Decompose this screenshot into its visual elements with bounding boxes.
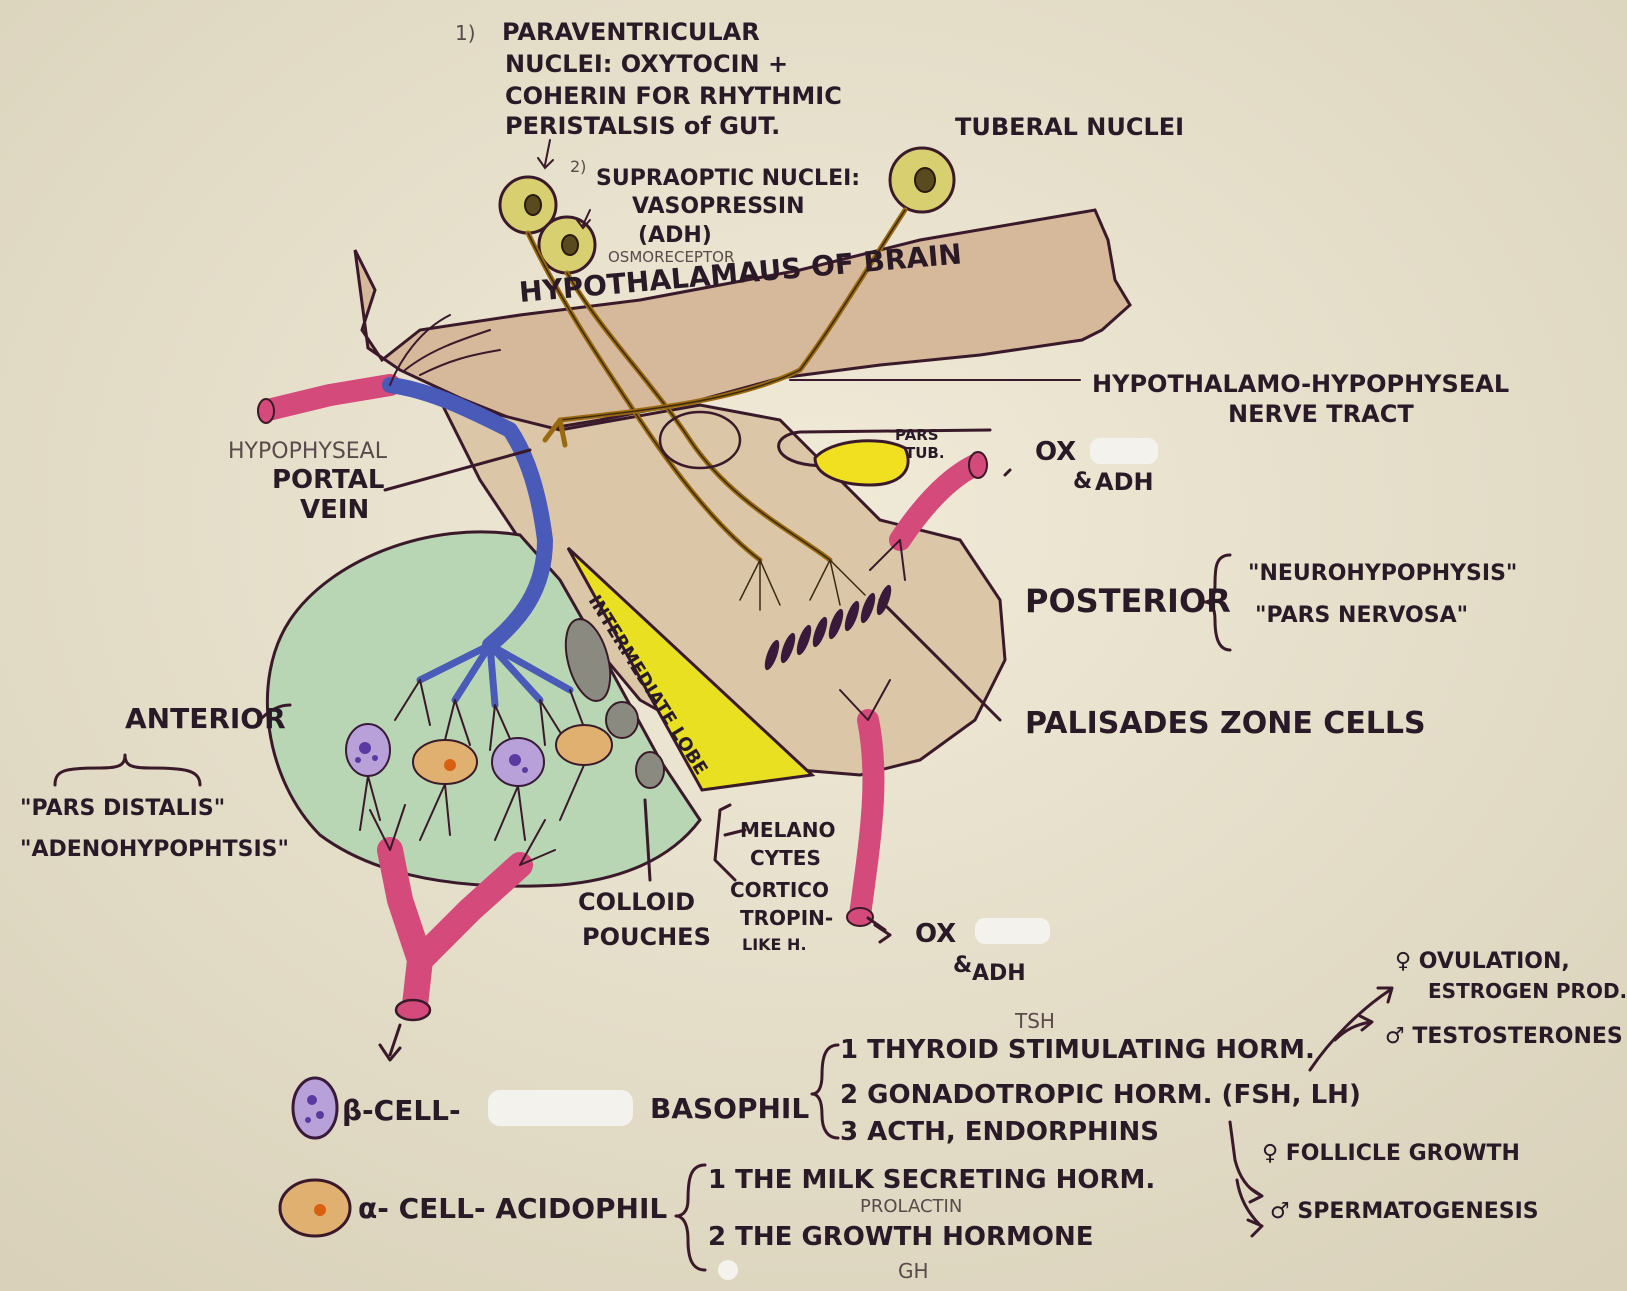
- label-acidophil-item1: 1 THE MILK SECRETING HORM.: [708, 1165, 1155, 1195]
- label-basophil-item2: 2 GONADOTROPIC HORM. (FSH, LH): [840, 1080, 1361, 1110]
- label-adenohypophysis: "ADENOHYPOPHTSIS": [20, 837, 289, 862]
- label-melano-2: CYTES: [750, 846, 821, 870]
- label-ox-bottom: OX: [915, 919, 956, 949]
- beta-cell-icon: [293, 1078, 337, 1138]
- label-adh-top: ADH: [1095, 468, 1154, 496]
- label-neurohypophysis: "NEUROHYPOPHYSIS": [1248, 561, 1517, 586]
- label-and-bottom: &: [953, 953, 972, 978]
- label-num2: 2): [570, 157, 586, 176]
- correction-mark-2: [975, 918, 1050, 944]
- correction-mark-1: [1090, 438, 1158, 464]
- label-prolactin: PROLACTIN: [860, 1196, 962, 1217]
- pars-tuberalis: [815, 441, 908, 485]
- label-gh: GH: [898, 1259, 929, 1283]
- label-cortico-3: LIKE H.: [742, 935, 807, 954]
- basophil-cell-1: [346, 724, 390, 776]
- correction-mark-4: [718, 1260, 738, 1280]
- basophil-cell-2: [492, 738, 544, 786]
- alpha-cell-icon: [280, 1180, 350, 1236]
- label-paraventricular-4: PERISTALSIS of GUT.: [505, 112, 780, 140]
- label-ovulation-2: ESTROGEN PROD.: [1428, 979, 1627, 1003]
- label-spermatogenesis: ♂ SPERMATOGENESIS: [1270, 1199, 1539, 1224]
- label-colloid-1: COLLOID: [578, 888, 695, 916]
- label-adh-bottom: ADH: [972, 961, 1026, 986]
- label-cortico-1: CORTICO: [730, 878, 829, 902]
- label-basophil: BASOPHIL: [650, 1092, 809, 1125]
- label-num1: 1): [455, 21, 476, 45]
- label-pars-nervosa: "PARS NERVOSA": [1255, 603, 1468, 628]
- label-posterior: POSTERIOR: [1025, 582, 1231, 620]
- label-ovulation-1: ♀ OVULATION,: [1395, 949, 1570, 974]
- label-pars-tub-2: TUB.: [905, 444, 945, 462]
- label-pars-distalis: "PARS DISTALIS": [20, 796, 225, 821]
- label-testosterones: ♂ TESTOSTERONES: [1385, 1024, 1623, 1049]
- label-portal: PORTAL: [272, 465, 384, 495]
- label-tract-1: HYPOTHALAMO-HYPOPHYSEAL: [1092, 370, 1509, 398]
- label-anterior: ANTERIOR: [125, 702, 286, 735]
- label-alpha-cell: α- CELL- ACIDOPHIL: [358, 1192, 667, 1225]
- acidophil-cell-2: [556, 725, 612, 765]
- label-basophil-item1: 1 THYROID STIMULATING HORM.: [840, 1035, 1315, 1065]
- label-paraventricular-2: NUCLEI: OXYTOCIN +: [505, 50, 788, 78]
- label-tuberal-nuclei: TUBERAL NUCLEI: [955, 113, 1184, 141]
- label-tract-2: NERVE TRACT: [1228, 400, 1414, 428]
- label-melano-1: MELANO: [740, 818, 836, 842]
- label-beta-cell: β-CELL-: [342, 1094, 461, 1127]
- label-follicle-growth: ♀ FOLLICLE GROWTH: [1262, 1141, 1520, 1166]
- label-basophil-item3: 3 ACTH, ENDORPHINS: [840, 1117, 1159, 1147]
- label-and-top: &: [1073, 469, 1092, 494]
- label-supraoptic-3: (ADH): [638, 223, 712, 248]
- label-paraventricular-1: PARAVENTRICULAR: [502, 18, 760, 46]
- label-palisades: PALISADES ZONE CELLS: [1025, 706, 1426, 741]
- label-vein: VEIN: [300, 495, 369, 525]
- tuberal-nucleus: [890, 148, 954, 212]
- label-tsh: TSH: [1014, 1009, 1055, 1033]
- label-supraoptic-1: SUPRAOPTIC NUCLEI:: [596, 166, 860, 191]
- correction-mark-3: [488, 1090, 633, 1126]
- label-cortico-2: TROPIN-: [740, 906, 833, 930]
- acidophil-cell-1: [413, 740, 477, 784]
- label-hypophyseal: HYPOPHYSEAL: [228, 439, 388, 464]
- label-acidophil-item2: 2 THE GROWTH HORMONE: [708, 1222, 1094, 1252]
- label-colloid-2: POUCHES: [582, 923, 711, 951]
- label-pars-tub-1: PARS: [895, 426, 939, 444]
- label-paraventricular-3: COHERIN FOR RHYTHMIC: [505, 82, 842, 110]
- label-ox-top: OX: [1035, 437, 1076, 467]
- label-supraoptic-2: VASOPRESSIN: [632, 194, 805, 219]
